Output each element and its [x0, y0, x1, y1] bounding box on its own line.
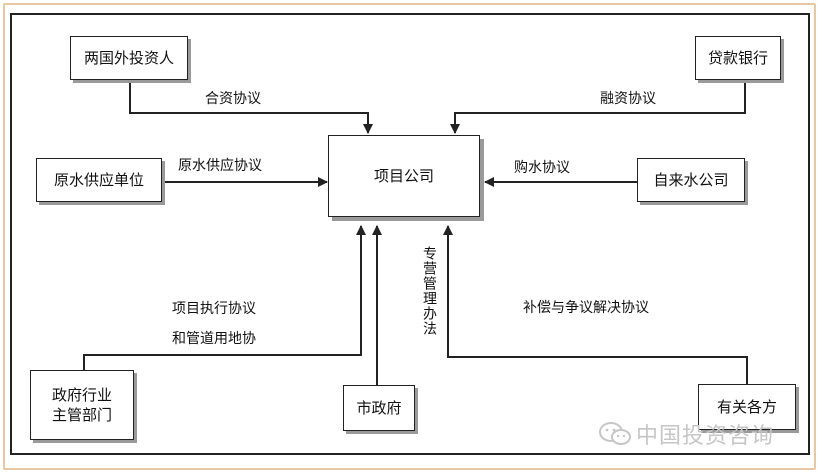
- wechat-icon: [599, 422, 631, 445]
- edge-bank-to-company: [450, 82, 746, 134]
- edge-label-execution: 项目执行协议 和管道用地协: [172, 294, 256, 354]
- node-project-company: 项目公司: [328, 135, 480, 217]
- node-foreign-investor-label: 两国外投资人: [83, 48, 174, 67]
- node-gov-department: 政府行业 主管部门: [30, 370, 134, 440]
- outer-frame: [3, 3, 816, 470]
- edge-label-execution-1: 项目执行协议: [172, 301, 256, 317]
- edge-label-execution-2: 和管道用地协: [172, 331, 256, 347]
- node-water-company: 自来水公司: [637, 158, 745, 202]
- node-related-parties: 有关各方: [698, 384, 796, 430]
- edge-label-special-management: 专营管理办法: [421, 246, 437, 336]
- node-raw-water-supplier-label: 原水供应单位: [53, 170, 144, 189]
- node-water-company-label: 自来水公司: [653, 170, 729, 189]
- node-city-government: 市政府: [343, 385, 415, 431]
- edge-govdept-to-company: [83, 225, 366, 370]
- node-raw-water-supplier: 原水供应单位: [36, 158, 162, 202]
- watermark: 中国投资咨询: [598, 418, 774, 450]
- node-related-parties-label: 有关各方: [716, 397, 777, 416]
- edge-label-raw-water-supply: 原水供应协议: [178, 158, 262, 174]
- node-project-company-label: 项目公司: [373, 166, 434, 185]
- node-gov-department-label-1: 政府行业: [51, 385, 112, 404]
- edge-label-joint-venture: 合资协议: [205, 91, 261, 107]
- diagram-border: [10, 13, 810, 455]
- edge-label-financing: 融资协议: [600, 91, 656, 107]
- edge-label-compensation: 补偿与争议解决协议: [523, 300, 649, 316]
- node-gov-department-label-2: 主管部门: [51, 406, 112, 424]
- edge-investor-to-company: [129, 82, 373, 134]
- node-lending-bank-label: 贷款银行: [707, 48, 768, 67]
- edge-parties-to-company: [443, 225, 748, 384]
- edge-label-water-purchase: 购水协议: [514, 160, 570, 176]
- node-lending-bank: 贷款银行: [695, 36, 781, 80]
- node-foreign-investor: 两国外投资人: [70, 36, 188, 80]
- node-city-government-label: 市政府: [356, 398, 402, 417]
- watermark-text: 中国投资咨询: [636, 424, 775, 449]
